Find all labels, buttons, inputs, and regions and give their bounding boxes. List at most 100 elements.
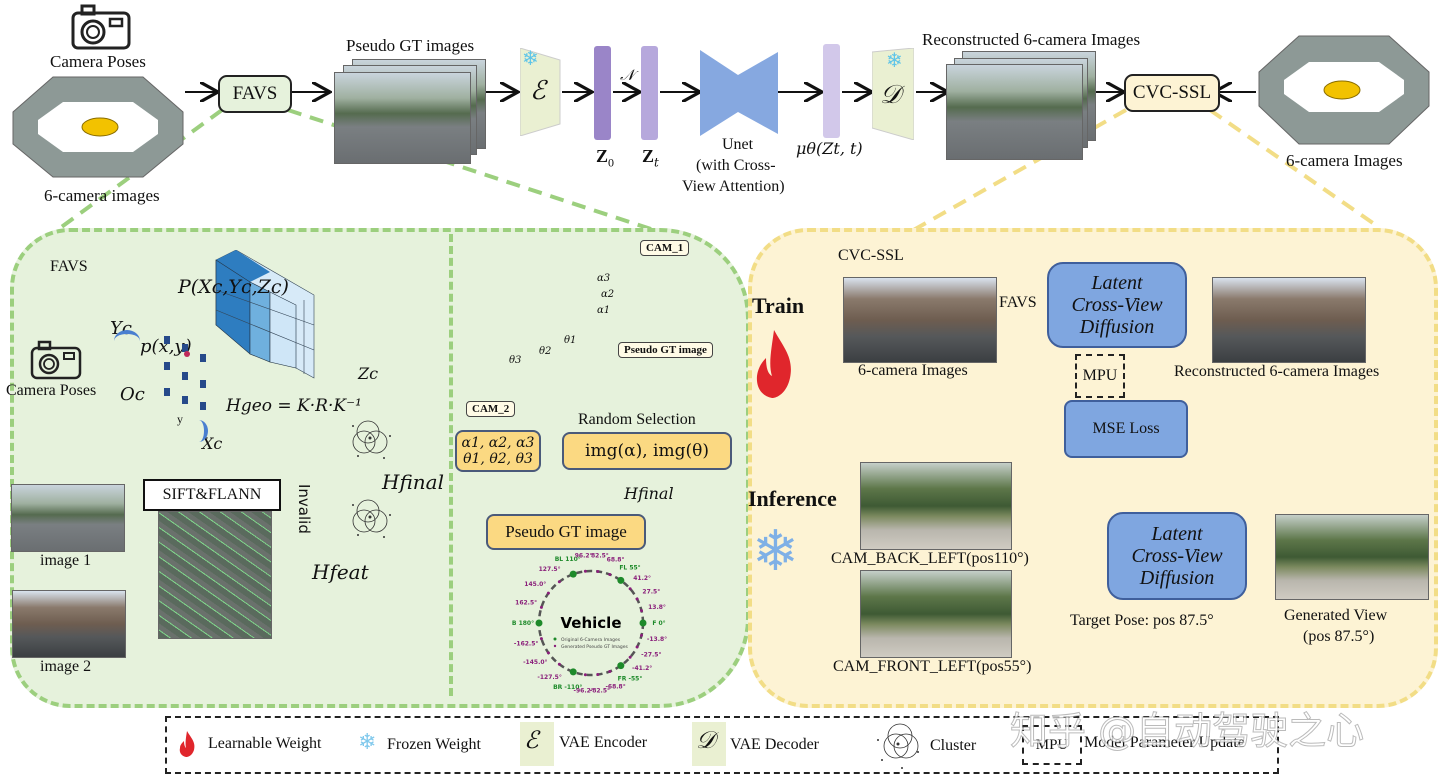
hfinal-label: Hfinal [382,470,444,494]
sift-flann-box: SIFT&FLANN [143,479,281,511]
angles-box: α1, α2, α3 θ1, θ2, θ3 [455,430,541,472]
original-camera-marker [569,668,577,676]
rotation-arrow-icon [190,420,208,442]
original-camera-label: F 0° [652,620,665,627]
target-pose-label: Target Pose: pos 87.5° [1070,612,1214,629]
snowflake-icon: ❄ [752,521,799,583]
flame-icon [178,730,196,758]
image-2-label: image 2 [40,658,92,675]
image-2 [12,590,126,658]
generated-view-label: -96.2° [574,688,594,695]
legend-learnable-weight: Learnable Weight [208,735,322,752]
sift-flann-label: SIFT&FLANN [162,486,262,503]
generated-view-label: 96.2° [575,552,593,559]
camera-poses-label-inner: Camera Poses [6,382,97,399]
image-plane-grid [160,332,232,412]
image-1-label: image 1 [40,552,92,569]
hfinal-arrow-label: Hfinal [624,484,674,503]
generated-view-label: -27.5° [641,651,661,658]
original-camera-marker [639,619,647,627]
train-input-image [843,277,997,363]
generated-view-label: 145.0° [524,581,546,588]
diffusion-line-3: Diffusion [1079,316,1155,338]
generated-view-label: -127.5° [537,674,561,681]
original-camera-label: BR -110° [553,684,582,691]
theta1-label: θ1 [564,335,577,346]
favs-panel-divider [449,234,453,696]
vehicle-center-label: Vehicle [561,614,622,632]
train-reconstructed-label: Reconstructed 6-camera Images [1174,363,1380,380]
zoom-line-favs-right [287,108,661,234]
cam-back-left-image [860,462,1012,550]
encoder-symbol: ℰ [530,76,546,106]
vehicle-view-diagram: F 0°FL 55°BL 110°B 180°BR -110°FR -55°13… [512,552,667,695]
alpha1-label: α1 [597,305,611,316]
generated-view-marker [596,569,600,573]
diffusion-line-1: Latent [1151,523,1203,545]
legend-decoder-symbol: 𝒟 [696,726,716,754]
unet-block [700,50,778,136]
six-camera-images-label: 6-camera images [44,186,160,205]
inference-diffusion-box: Latent Cross-View Diffusion [1107,512,1247,600]
original-camera-marker [617,576,625,584]
reconstructed-images-label: Reconstructed 6-camera Images [922,30,1141,49]
legend-frozen-weight: Frozen Weight [387,736,481,753]
cluster-icon-bottom [350,497,394,541]
diffusion-line-2: Cross-View [1131,545,1223,567]
legend-mpu-text: Model Parameter Update [1084,734,1245,751]
generated-view-marker [583,569,587,573]
feature-matching-image [158,511,272,639]
original-camera-marker [617,662,625,670]
point-label: P(Xc,Yc,Zc) [178,276,289,298]
legend-generated-text: Generated Pseudo GT Images [561,644,629,650]
z0-latent-bar [594,46,611,140]
inference-label: Inference [748,486,837,511]
six-camera-panorama-right [1254,34,1434,146]
camera-icon [70,3,132,51]
pseudo-gt-box: Pseudo GT image [486,514,646,550]
favs-box[interactable]: FAVS [218,75,292,113]
theta2-label: θ2 [539,346,552,357]
camera-icon [30,340,82,380]
generated-view-label: 127.5° [539,566,561,573]
legend-box [165,716,1279,774]
legend-generated-marker [553,644,557,648]
hfeat-label: Hfeat [312,560,369,584]
y-label: y [177,412,183,426]
legend-encoder-symbol: ℰ [524,726,539,754]
unet-label-3: View Attention) [682,178,785,195]
generated-view-label: 41.2° [633,575,651,582]
z0-label: Z0 [596,146,615,170]
generated-view-marker [608,573,612,577]
generated-view-label: 13.8° [648,604,666,611]
frozen-snowflake-icon: ❄ [522,48,539,70]
cam-front-left-label: CAM_FRONT_LEFT(pos55°) [833,658,1032,675]
decoder-legend-block [692,722,726,766]
frozen-snowflake-icon: ❄ [358,729,377,754]
car-icon [81,117,119,137]
unet-label-2: (with Cross- [696,157,776,174]
cvc-ssl-box[interactable]: CVC-SSL [1124,74,1220,112]
generated-view-image [1275,514,1429,600]
legend-vae-encoder: VAE Encoder [559,734,648,751]
train-reconstructed-image [1212,277,1366,363]
decoder-symbol: 𝒟 [880,80,901,110]
pseudo-gt-image-front [334,72,471,164]
theta-list: θ1, θ2, θ3 [463,451,533,467]
watermark: 知乎 @自动驾驶之心 [1009,709,1365,754]
generated-view-marker [557,580,561,584]
favs-panel-title: FAVS [50,258,88,275]
invalid-label: Invalid [295,484,313,534]
pseudo-gt-box-label: Pseudo GT image [505,522,627,541]
frozen-snowflake-icon: ❄ [886,50,903,72]
xc-label: Xc [202,434,223,453]
generated-view-marker [639,633,643,637]
cvc-ssl-label: CVC-SSL [1132,82,1212,103]
favs-arrow-label: FAVS [999,294,1037,311]
generated-view-marker [539,637,543,641]
generated-view-label: -82.5° [590,687,610,694]
cam-front-left-image [860,570,1012,658]
original-camera-label: FL 55° [619,564,640,571]
cam1-tag: CAM_1 [640,240,690,256]
image-1 [11,484,125,552]
